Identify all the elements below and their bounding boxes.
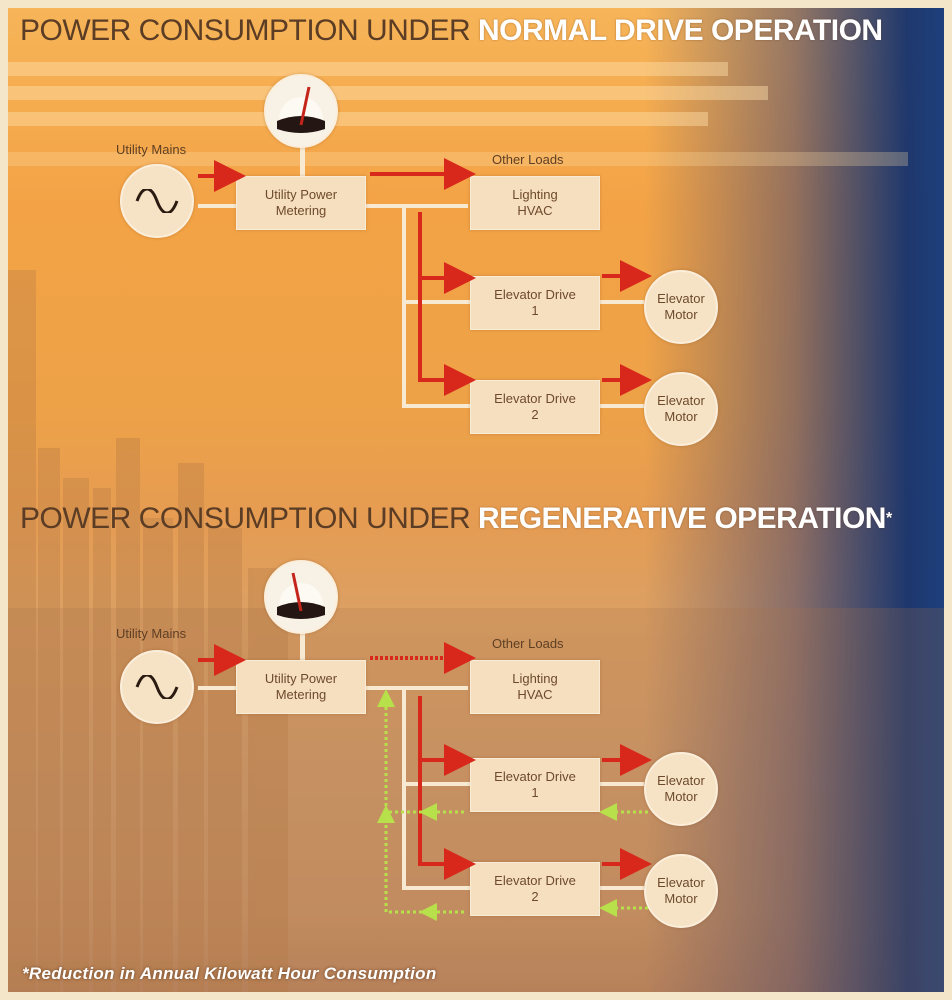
motor-line: Motor bbox=[664, 409, 698, 424]
connector-line bbox=[300, 622, 305, 670]
motor-line: Elevator bbox=[657, 393, 705, 408]
other-loads-label: Other Loads bbox=[492, 636, 564, 651]
box-line: HVAC bbox=[517, 203, 553, 218]
box-line: 2 bbox=[531, 889, 539, 904]
ac-source-icon bbox=[120, 650, 194, 724]
motor-line: Elevator bbox=[657, 875, 705, 890]
section-title-normal: POWER CONSUMPTION UNDER NORMAL DRIVE OPE… bbox=[20, 14, 883, 48]
box-line: Metering bbox=[275, 203, 327, 218]
connector-line bbox=[402, 300, 470, 304]
box-line: Lighting bbox=[512, 671, 558, 686]
ac-source-icon bbox=[120, 164, 194, 238]
box-line: 2 bbox=[531, 407, 539, 422]
motor-line: Motor bbox=[664, 789, 698, 804]
section-title-regenerative: POWER CONSUMPTION UNDER REGENERATIVE OPE… bbox=[20, 502, 892, 536]
box-line: HVAC bbox=[517, 687, 553, 702]
title-prefix: POWER CONSUMPTION UNDER bbox=[20, 502, 479, 535]
connector-line bbox=[402, 686, 406, 890]
utility-mains-label: Utility Mains bbox=[116, 626, 187, 641]
box-line: Elevator Drive bbox=[494, 873, 576, 888]
connector-line bbox=[402, 782, 470, 786]
title-asterisk: * bbox=[885, 510, 892, 527]
connector-line bbox=[402, 404, 470, 408]
connector-line bbox=[402, 886, 470, 890]
connector-line bbox=[598, 782, 644, 786]
box-line: Lighting bbox=[512, 187, 558, 202]
connector-line bbox=[198, 204, 238, 208]
connector-line bbox=[300, 134, 305, 182]
box-line: Elevator Drive bbox=[494, 287, 576, 302]
connector-line bbox=[598, 300, 644, 304]
connector-line bbox=[366, 686, 468, 690]
title-prefix: POWER CONSUMPTION UNDER bbox=[20, 14, 479, 47]
connector-line bbox=[598, 886, 644, 890]
connector-line bbox=[198, 686, 238, 690]
footnote: *Reduction in Annual Kilowatt Hour Consu… bbox=[22, 964, 437, 983]
motor-line: Elevator bbox=[657, 291, 705, 306]
diagram-canvas: POWER CONSUMPTION UNDER NORMAL DRIVE OPE… bbox=[8, 8, 944, 992]
background-stripe bbox=[8, 112, 708, 126]
box-line: Elevator Drive bbox=[494, 391, 576, 406]
box-line: 1 bbox=[531, 785, 539, 800]
box-line: Utility Power bbox=[264, 671, 338, 686]
connector-line bbox=[366, 204, 468, 208]
utility-mains-label: Utility Mains bbox=[116, 142, 187, 157]
motor-line: Elevator bbox=[657, 773, 705, 788]
motor-line: Motor bbox=[664, 891, 698, 906]
other-loads-label: Other Loads bbox=[492, 152, 564, 167]
title-highlight: REGENERATIVE OPERATION bbox=[478, 502, 886, 535]
box-line: Metering bbox=[275, 687, 327, 702]
box-line: Elevator Drive bbox=[494, 769, 576, 784]
connector-line bbox=[402, 204, 406, 408]
connector-line bbox=[598, 404, 644, 408]
background-stripe bbox=[8, 86, 768, 100]
box-line: 1 bbox=[531, 303, 539, 318]
power-meter-icon bbox=[264, 74, 338, 148]
box-line: Utility Power bbox=[264, 187, 338, 202]
motor-line: Motor bbox=[664, 307, 698, 322]
background-stripe bbox=[8, 62, 728, 76]
title-highlight: NORMAL DRIVE OPERATION bbox=[478, 14, 883, 47]
power-meter-icon bbox=[264, 560, 338, 634]
